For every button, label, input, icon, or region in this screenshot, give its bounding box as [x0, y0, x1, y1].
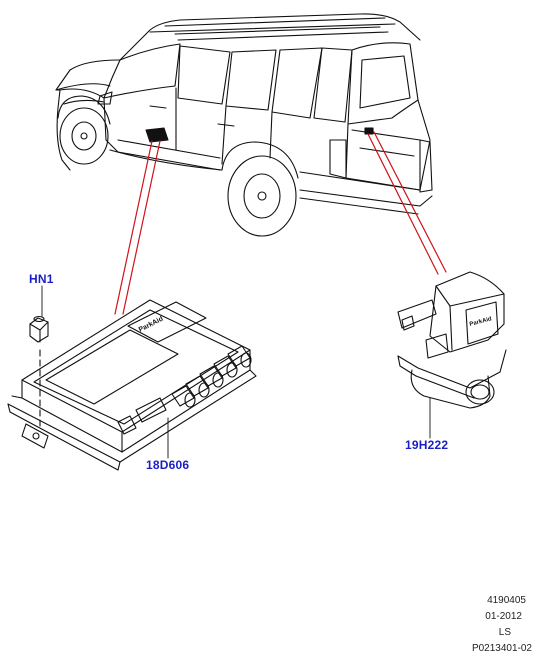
- parking-sensor-illustration: [397, 271, 507, 409]
- leader-lines: [114, 131, 447, 315]
- reference-date: 01-2012: [485, 611, 522, 622]
- sensor-label-text: ParkAid: [469, 316, 493, 328]
- parking-aid-module-illustration: [7, 299, 257, 471]
- reference-model-code: LS: [498, 627, 511, 638]
- callout-control-module: 18D606: [146, 458, 190, 472]
- reference-number: 4190405: [487, 595, 526, 606]
- callout-leaders: [41, 285, 431, 459]
- callout-nut: HN1: [29, 272, 54, 286]
- module-label-text: ParkAid: [138, 316, 165, 334]
- callout-sensor: 19H222: [405, 438, 449, 452]
- nut-illustration: [29, 315, 49, 431]
- reference-illustration-id: P0213401-02: [471, 643, 532, 654]
- module-connectors: [117, 345, 252, 435]
- vehicle-illustration: [55, 13, 433, 237]
